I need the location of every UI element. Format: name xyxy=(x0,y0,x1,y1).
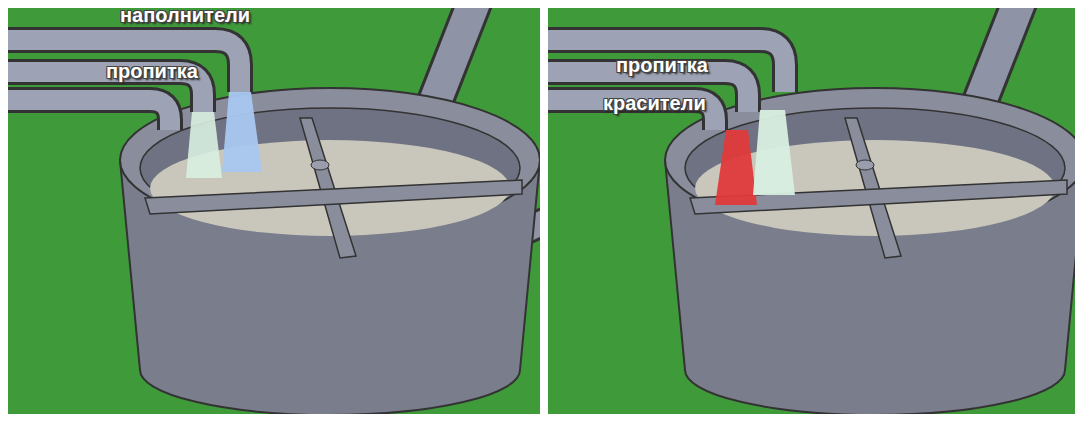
stream-label: красители xyxy=(603,92,706,115)
stream-label: пропитка xyxy=(106,60,198,83)
stream-label: наполнители xyxy=(120,4,250,27)
stream-label: пропитка xyxy=(616,54,708,77)
right-panel xyxy=(548,8,1075,414)
left-panel xyxy=(8,8,540,414)
